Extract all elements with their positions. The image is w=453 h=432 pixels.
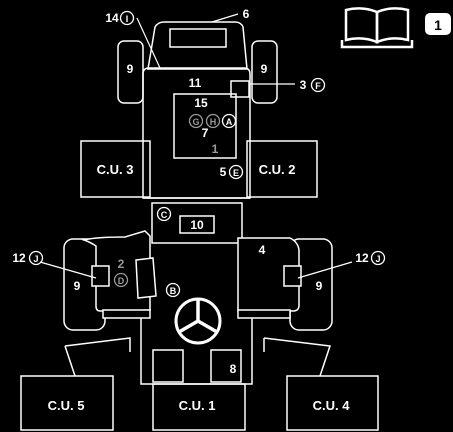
circle-C: [156, 206, 172, 222]
left-lift-arm: [64, 337, 131, 377]
control-unit-2-box: [246, 140, 318, 198]
label-5: 5: [220, 165, 227, 179]
circle-G: [188, 113, 204, 129]
left-fender: [81, 230, 151, 312]
circle-E: [228, 164, 244, 180]
letter-J-right: J: [375, 254, 380, 264]
lower-block: [152, 349, 184, 383]
rear-axle: [102, 309, 291, 319]
label-9-front-right: 9: [261, 62, 268, 76]
label-2: 2: [118, 257, 125, 271]
circle-H: [205, 113, 221, 129]
circle-F: [310, 77, 326, 93]
circle-A: [221, 113, 237, 129]
label-1: 1: [212, 142, 219, 156]
component-2-box: [91, 265, 110, 287]
label-3: 3: [300, 78, 307, 92]
letter-A: A: [226, 117, 233, 127]
letter-J-left: J: [33, 254, 38, 264]
front-hood-outline: [147, 21, 248, 70]
right-lift-arm: [263, 337, 332, 377]
label-9-front-left: 9: [127, 62, 134, 76]
component-9-rear-right-box: [283, 265, 302, 287]
label-10: 10: [190, 218, 204, 232]
label-9-rear-right: 9: [316, 279, 323, 293]
letter-I: I: [126, 14, 129, 24]
label-4: 4: [259, 243, 266, 257]
control-unit-1-label: C.U. 1: [179, 398, 216, 413]
letter-H: H: [210, 117, 217, 127]
leader-14: [136, 17, 161, 69]
label-12-left: 12: [12, 251, 26, 265]
display-panel: [173, 93, 237, 159]
component-10-box: [179, 215, 215, 234]
reference-badge-number: 1: [434, 17, 442, 33]
letter-D: D: [118, 276, 125, 286]
control-unit-3-label: C.U. 3: [97, 162, 134, 177]
control-unit-4-box: [286, 375, 379, 431]
seat-component: [135, 257, 157, 299]
letter-C: C: [161, 210, 168, 220]
component-3-box: [230, 80, 250, 98]
circle-D: [113, 272, 129, 288]
right-fender: [237, 237, 300, 312]
leader-6: [211, 13, 239, 23]
label-14: 14: [105, 11, 119, 25]
leader-12-left: [39, 261, 97, 279]
mid-section: [151, 202, 243, 244]
control-unit-5-label: C.U. 5: [48, 398, 85, 413]
letter-E: E: [233, 168, 239, 178]
main-body-outline: [142, 67, 251, 199]
front-right-wheel: [251, 40, 278, 104]
label-9-rear-left: 9: [74, 279, 81, 293]
label-12-right: 12: [355, 251, 369, 265]
circle-B: [165, 282, 181, 298]
label-6: 6: [243, 7, 250, 21]
control-unit-5-box: [20, 375, 114, 431]
control-unit-2-label: C.U. 2: [259, 162, 296, 177]
circle-J-right: [370, 250, 386, 266]
control-unit-4-label: C.U. 4: [313, 398, 351, 413]
label-8: 8: [230, 362, 237, 376]
circle-J-left: [28, 250, 44, 266]
rear-frame: [140, 318, 253, 385]
letter-B: B: [170, 286, 177, 296]
component-8-box: [210, 349, 242, 383]
control-unit-3-box: [80, 140, 151, 198]
label-15: 15: [194, 96, 208, 110]
manual-book-icon: [340, 7, 414, 49]
front-grille: [169, 28, 227, 48]
label-11: 11: [189, 76, 202, 90]
star-emblem-icon: [174, 297, 222, 345]
leader-12-right: [297, 261, 353, 279]
letter-G: G: [192, 117, 199, 127]
circle-I: [119, 10, 135, 26]
label-7: 7: [202, 126, 209, 140]
letter-F: F: [315, 81, 321, 91]
reference-badge: 1: [425, 13, 451, 35]
